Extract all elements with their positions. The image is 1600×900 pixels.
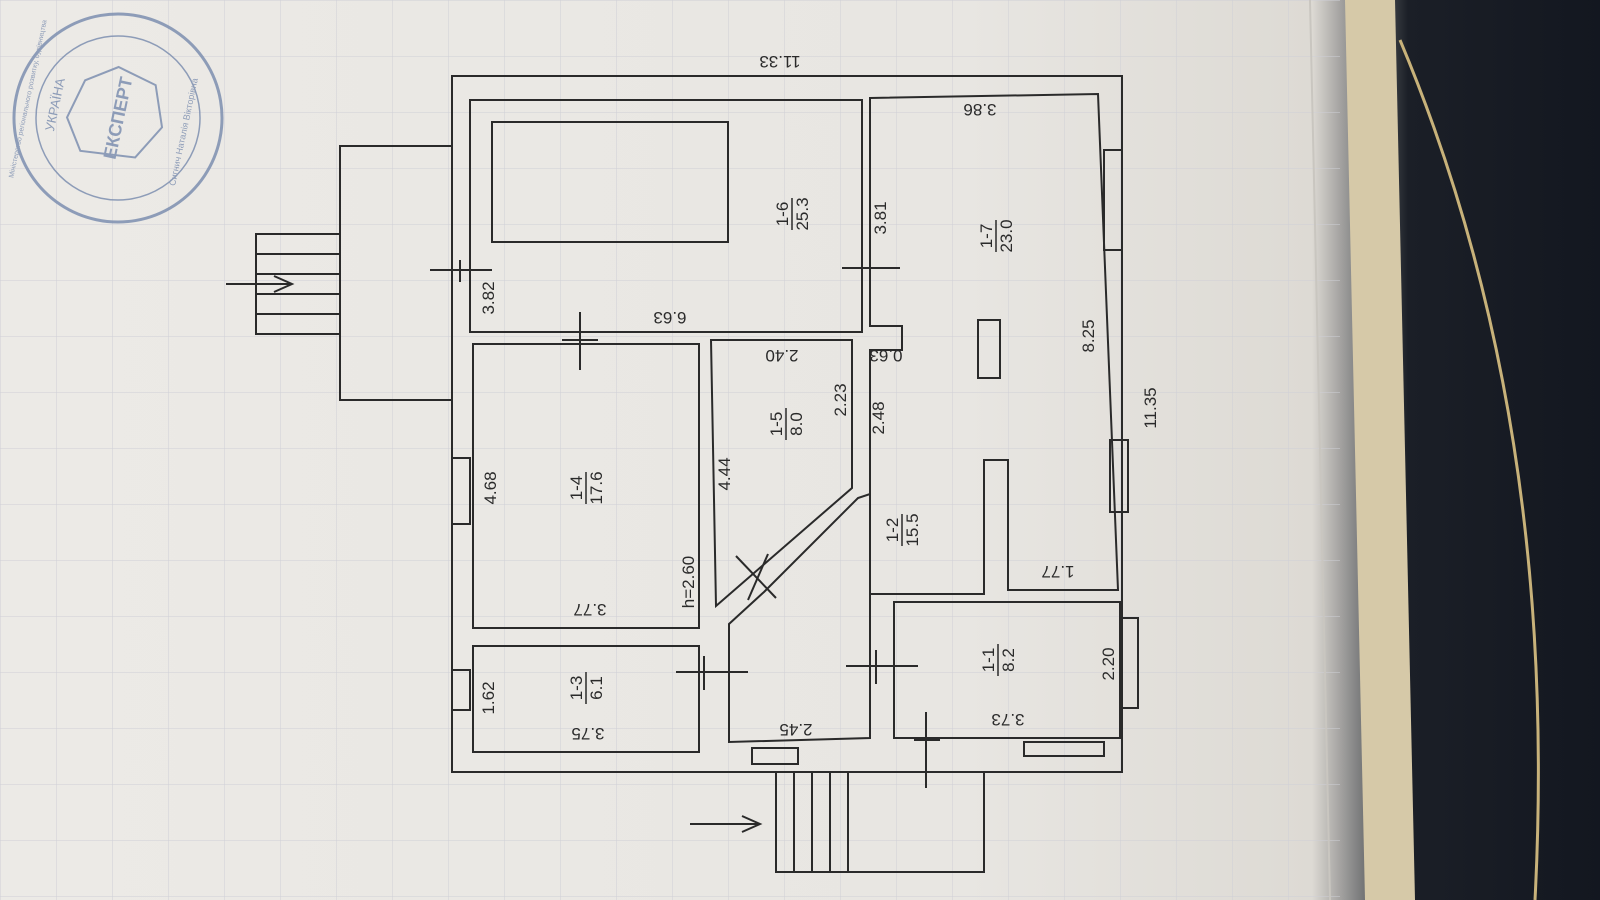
room-1-2-outline [728,492,871,744]
room-labels: 1-6 25.3 1-7 23.0 1-4 17.6 1-5 8.0 1-2 1… [567,197,1018,704]
dim: 1.62 [479,681,498,714]
room-id: 1-3 [567,676,586,701]
room-1-5-outline [709,339,853,609]
window [1103,149,1123,251]
door-front [751,747,799,765]
map-outline-icon [65,65,164,159]
room-area: 6.1 [587,676,606,700]
dim: 3.82 [479,281,498,314]
bed-1-6 [491,121,729,243]
dim: 6.63 [653,308,686,327]
dim: 4.44 [715,457,734,490]
dim: 3.73 [991,710,1024,729]
dim: 3.86 [963,100,996,119]
room-id: 1-4 [567,476,586,501]
dim: 2.23 [831,383,850,416]
room-1-6-outline [469,99,863,333]
room-area: 17.6 [587,471,606,504]
room-area: 8.2 [999,648,1018,672]
room-id: 1-5 [767,412,786,437]
room-id: 1-6 [773,202,792,227]
dim: 2.48 [869,401,888,434]
window [1109,439,1129,513]
dim: 2.45 [779,720,812,739]
room-1-3-outline [472,645,700,753]
room-1-4-outline [472,343,700,629]
dim: 2.40 [765,346,798,365]
dim: 4.68 [481,471,500,504]
dim-total-right: 11.35 [1141,387,1160,428]
dim: 8.25 [1079,319,1098,352]
room-id: 1-1 [979,648,998,673]
dim-height: h=2.60 [679,556,698,608]
dim: 1.77 [1041,562,1074,581]
porch-bottom [775,771,985,873]
window [1119,617,1139,709]
room-id: 1-7 [977,224,996,249]
room-area: 23.0 [997,219,1016,252]
grid-paper [0,0,1340,900]
folder-edge [1345,0,1415,900]
dim: 3.75 [571,724,604,743]
dim: 2.20 [1099,647,1118,680]
room-id: 1-2 [883,518,902,543]
dim: 0.63 [869,346,902,365]
room-area: 25.3 [793,197,812,230]
dim-total-top: 11.33 [759,52,800,71]
room-area: 15.5 [903,513,922,546]
window [451,457,471,525]
window [1023,741,1105,757]
room-area: 8.0 [787,412,806,436]
dimension-labels: 11.33 11.35 3.82 6.63 3.81 3.86 4.68 3.7… [479,52,1160,743]
window [451,669,471,711]
stove-1-7 [977,319,1001,379]
dim: 3.77 [573,600,606,619]
dim: 3.81 [871,201,890,234]
room-1-7-outline [869,92,1120,595]
